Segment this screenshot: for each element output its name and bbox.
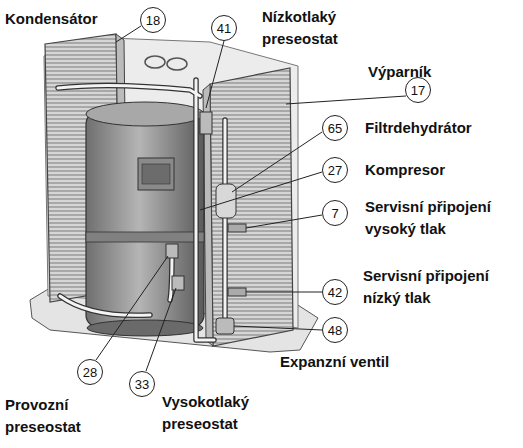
callout-number: 33 [129, 371, 155, 397]
callout-text: 27 [328, 163, 342, 178]
part-name: Provozní preseostat [5, 394, 100, 438]
callout-number: 17 [405, 77, 431, 103]
part-name: Filtrdehydrátor [365, 117, 515, 139]
callout-number: 41 [211, 15, 237, 41]
part-name: Vysokotlaký preseostat [162, 391, 272, 435]
callout-number: 48 [322, 317, 348, 343]
callout-text: 65 [328, 121, 342, 136]
callout-number: 65 [322, 115, 348, 141]
part-name: Servisní připojení nízký tlak [363, 265, 518, 309]
part-name: Expanzní ventil [280, 351, 440, 373]
callout-text: 28 [83, 365, 97, 380]
callout-text: 48 [328, 323, 342, 338]
callout-text: 33 [135, 377, 149, 392]
part-name: Nízkotlaký preseostat [262, 6, 362, 50]
part-name: Kompresor [365, 159, 515, 181]
callout-text: 7 [331, 206, 338, 221]
callout-number: 18 [140, 7, 166, 33]
part-name: Kondensátor [5, 8, 145, 30]
callout-text: 17 [411, 83, 425, 98]
part-name: Výparník [368, 61, 508, 83]
callout-number: 27 [322, 157, 348, 183]
callout-text: 42 [328, 285, 342, 300]
callout-text: 18 [146, 13, 160, 28]
callout-number: 28 [77, 359, 103, 385]
callout-text: 41 [217, 21, 231, 36]
part-name: Servisní připojení vysoký tlak [365, 196, 520, 240]
callout-number: 42 [322, 279, 348, 305]
callout-number: 7 [322, 200, 348, 226]
